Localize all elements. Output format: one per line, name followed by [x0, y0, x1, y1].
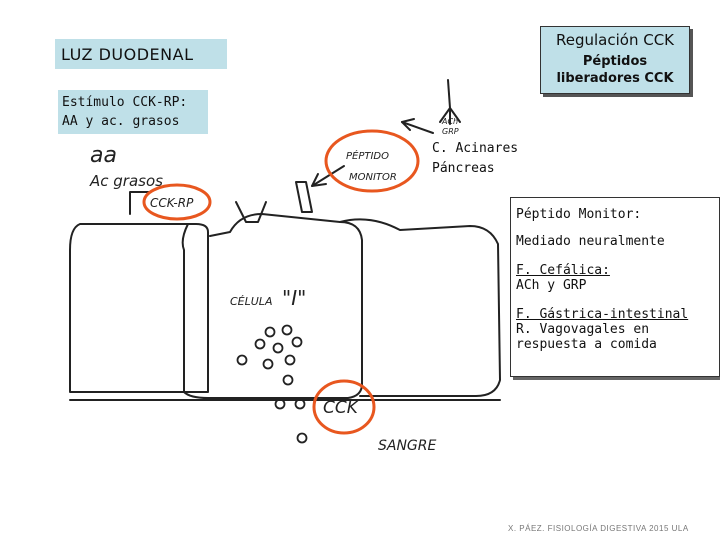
sangre-label: SANGRE — [378, 438, 437, 454]
acinares-label: C. Acinares Páncreas — [432, 139, 518, 179]
acinares-line1: C. Acinares — [432, 139, 518, 159]
cck-rp-label: CCK-RP — [150, 196, 194, 210]
celula-label: CÉLULA — [230, 295, 272, 308]
monitor-heading: Péptido Monitor: — [516, 207, 719, 222]
ac-grasos-label: Ac grasos — [89, 172, 163, 190]
granules — [238, 326, 307, 443]
peptido-label: PÉPTIDO — [346, 149, 389, 162]
cefalica-text: ACh y GRP — [516, 278, 719, 293]
cefalica-title: F. Cefálica: — [516, 263, 719, 278]
monitor-mediado: Mediado neuralmente — [516, 234, 719, 249]
gastrica-title: F. Gástrica-intestinal — [516, 307, 719, 322]
cck-label: CCK — [323, 398, 360, 418]
right-cell-outline — [340, 219, 500, 396]
acinares-line2: Páncreas — [432, 159, 518, 179]
aa-label: aa — [90, 143, 117, 168]
gastrica-text2: respuesta a comida — [516, 337, 719, 352]
monitor-label: MONITOR — [349, 172, 397, 183]
i-label: "I" — [282, 286, 306, 310]
left-cell-outline — [70, 224, 208, 392]
grp-label: GRP — [442, 127, 459, 136]
gastrica-text1: R. Vagovagales en — [516, 322, 719, 337]
monitor-vesicle — [296, 182, 312, 212]
ach-label: ACh — [441, 117, 458, 126]
footer-credit: X. PÁEZ. FISIOLOGÍA DIGESTIVA 2015 ULA — [508, 524, 689, 533]
peptido-monitor-box: Péptido Monitor: Mediado neuralmente F. … — [510, 197, 720, 377]
